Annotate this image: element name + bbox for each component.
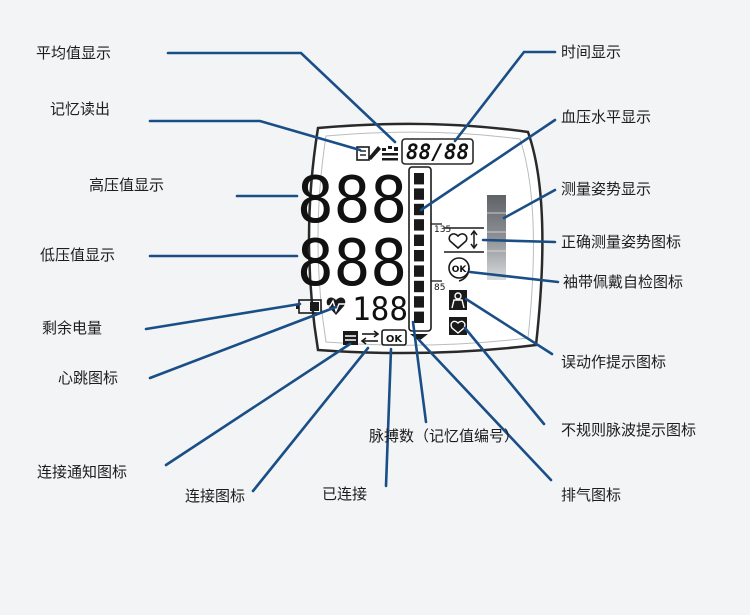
bp-level-segment [414, 173, 424, 185]
label-systolic-display: 高压值显示 [89, 176, 165, 194]
label-motion-error-icon: 误动作提示图标 [561, 353, 667, 371]
leader-avg [166, 51, 397, 144]
leader-battery [144, 302, 302, 331]
bp-level-segment [414, 234, 424, 246]
label-heartbeat-icon: 心跳图标 [58, 369, 119, 387]
leader-time [453, 50, 557, 143]
time-readout: 88/88 [406, 140, 469, 164]
average-icon [382, 146, 398, 161]
time-box [401, 138, 474, 165]
bp-level-segment [414, 296, 424, 308]
cuff-check-icon: OK [448, 257, 470, 282]
label-posture-display: 测量姿势显示 [561, 180, 652, 198]
connection-arrows-icon [360, 330, 380, 345]
label-connected: 已连接 [322, 485, 368, 503]
leader-lines [144, 50, 560, 493]
bp-level-segment [414, 219, 424, 231]
bp-level-segment [414, 250, 424, 262]
correct-posture-icon [444, 227, 484, 253]
label-exhaust-icon: 排气图标 [561, 486, 622, 504]
label-pulse-memory-number: 脉搏数（记忆值编号） [369, 427, 520, 445]
label-bp-level-display: 血压水平显示 [561, 108, 652, 126]
leader-correct-posture [481, 238, 557, 244]
label-battery-level: 剩余电量 [42, 319, 103, 337]
leader-posture [502, 188, 557, 220]
irregular-pulse-icon [449, 317, 467, 335]
leader-motion [464, 297, 554, 356]
memory-icon [356, 146, 381, 161]
leader-heart [148, 305, 338, 380]
scale-label-high: 135 [434, 225, 451, 235]
leader-cuff [468, 270, 560, 284]
bp-level-segment [414, 280, 424, 293]
label-cuff-check-icon: 袖带佩戴自检图标 [563, 273, 684, 291]
bp-level-frame [408, 166, 432, 332]
bp-level-segment [414, 265, 424, 277]
label-memory-readout: 记忆读出 [50, 100, 111, 118]
diastolic-digits: 888 [297, 227, 407, 301]
connection-notice-icon [343, 331, 358, 345]
label-correct-posture-icon: 正确测量姿势图标 [561, 233, 682, 251]
label-irregular-pulse-icon: 不规则脉波提示图标 [561, 421, 697, 439]
bp-level-segment [414, 203, 424, 216]
leader-conn-notice [164, 342, 352, 467]
leader-conn [251, 346, 370, 493]
cuff-ok-text: OK [452, 265, 468, 275]
label-connection-notice-icon: 连接通知图标 [37, 463, 128, 481]
motion-error-icon [449, 290, 467, 310]
leader-memory [148, 119, 362, 152]
bp-level-segments [414, 173, 424, 323]
bp-level-segment [414, 188, 424, 200]
leader-pulse [411, 320, 428, 424]
connected-ok-box [381, 329, 407, 346]
bp-level-segment [414, 311, 424, 323]
scale-label-low: 85 [434, 283, 445, 293]
pulse-digits: 188 [352, 290, 408, 328]
posture-bar [487, 195, 506, 280]
label-connection-icon: 连接图标 [185, 487, 246, 505]
posture-bar-bands [487, 212, 506, 252]
label-diastolic-display: 低压值显示 [40, 246, 116, 264]
label-avg-display: 平均值显示 [36, 44, 112, 62]
systolic-digits: 888 [297, 164, 407, 238]
leader-bp-level [419, 118, 557, 212]
leader-connected [384, 347, 393, 488]
connected-ok-text: OK [386, 334, 404, 345]
label-time-display: 时间显示 [561, 43, 622, 61]
leader-exhaust [417, 338, 553, 482]
leader-irregular [463, 326, 546, 426]
battery-icon [296, 299, 322, 314]
